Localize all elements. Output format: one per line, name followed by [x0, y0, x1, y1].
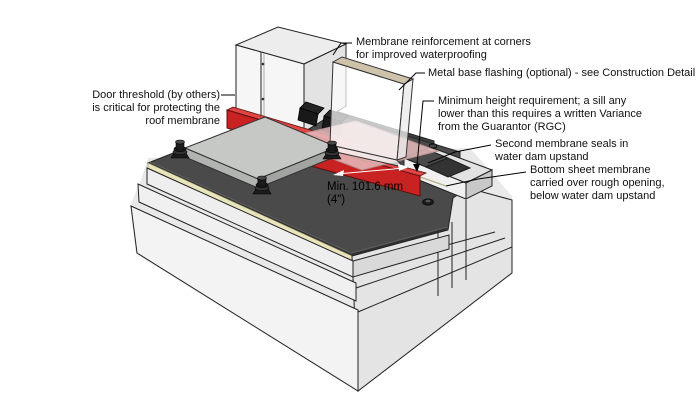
leader-bottom-sheet [445, 171, 527, 187]
annotation-membrane-reinforcement: Membrane reinforcement at corners for im… [356, 36, 531, 62]
metal-base-flashing-panel [330, 57, 413, 167]
fastener-screw [423, 199, 434, 205]
leader-minimum-height [416, 100, 434, 166]
base-right-side [352, 188, 512, 391]
leader-arrowhead [413, 164, 420, 172]
annotation-door-threshold: Door threshold (by others) is critical f… [92, 89, 220, 128]
paver-slab [185, 117, 337, 188]
leader-second-membrane [427, 144, 492, 164]
leader-metal-base-flashing [398, 72, 425, 91]
base-stepped-layers [131, 168, 449, 391]
leader-lines [221, 42, 527, 187]
fastener-screw [429, 144, 437, 149]
annotation-metal-base-flashing: Metal base flashing (optional) - see Con… [428, 67, 696, 79]
dimension-line-min-height [333, 164, 409, 176]
dimension-min-height-label: Min. 101.6 mm (4") [327, 181, 404, 206]
leader-membrane-reinforcement [332, 42, 352, 56]
annotation-minimum-height: Minimum height requirement; a sill any l… [438, 95, 643, 134]
annotation-second-membrane: Second membrane seals in water dam upsta… [495, 138, 629, 164]
annotation-bottom-sheet: Bottom sheet membrane carried over rough… [530, 164, 665, 203]
